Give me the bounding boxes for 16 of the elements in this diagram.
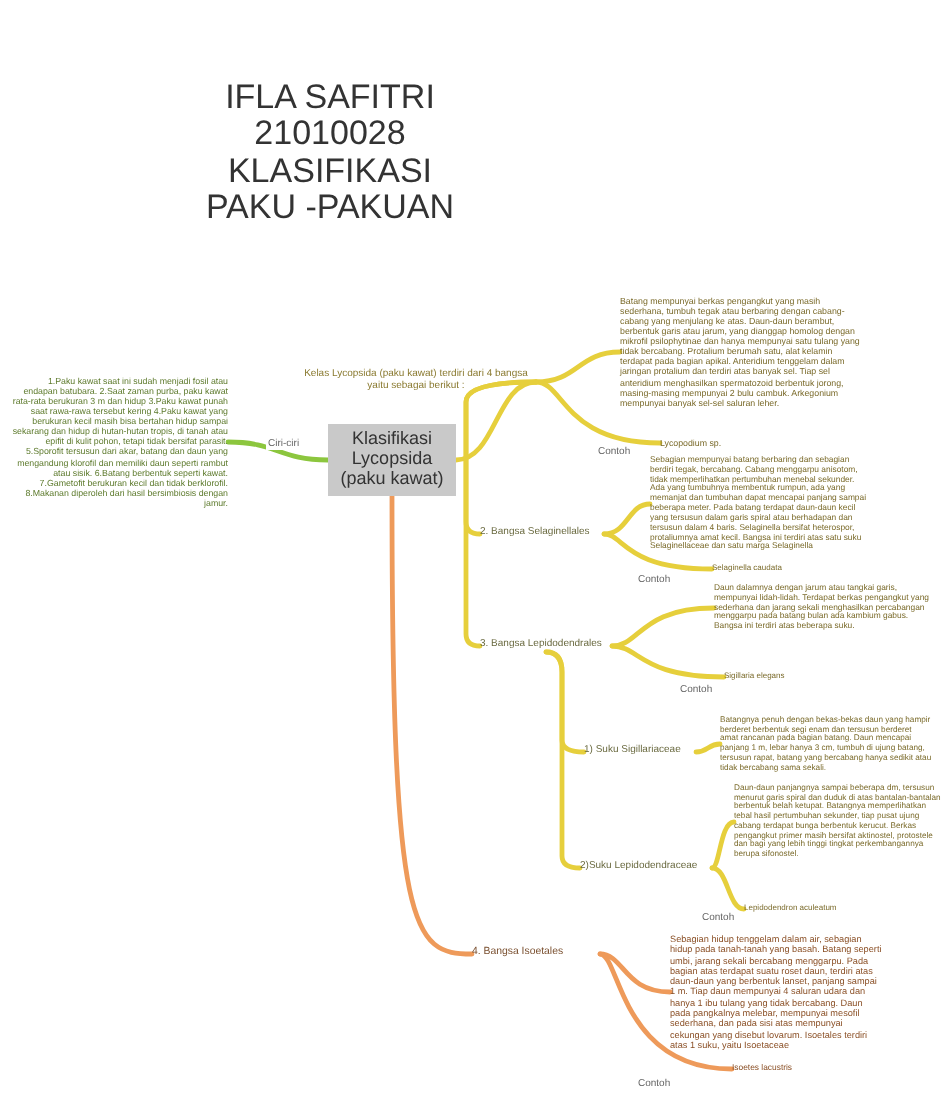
branch-line [453, 379, 539, 463]
branch-line [601, 501, 653, 537]
branch-line [533, 349, 623, 385]
title: IFLA SAFITRI 21010028 KLASIFIKASI PAKU -PAKUAN [203, 80, 457, 227]
topic-box: Klasifikasi Lycopsida (paku kawat) [328, 424, 456, 496]
branch-line [609, 643, 727, 680]
branch-line [609, 605, 717, 649]
branch-line [709, 819, 737, 871]
branch-line [597, 951, 735, 1072]
branch-line [601, 531, 715, 572]
branch-line [533, 379, 663, 446]
branch-line [225, 439, 331, 463]
branch-line [597, 951, 673, 995]
branch-line [693, 741, 723, 755]
branch-line [389, 493, 475, 957]
branch-line [709, 865, 747, 912]
